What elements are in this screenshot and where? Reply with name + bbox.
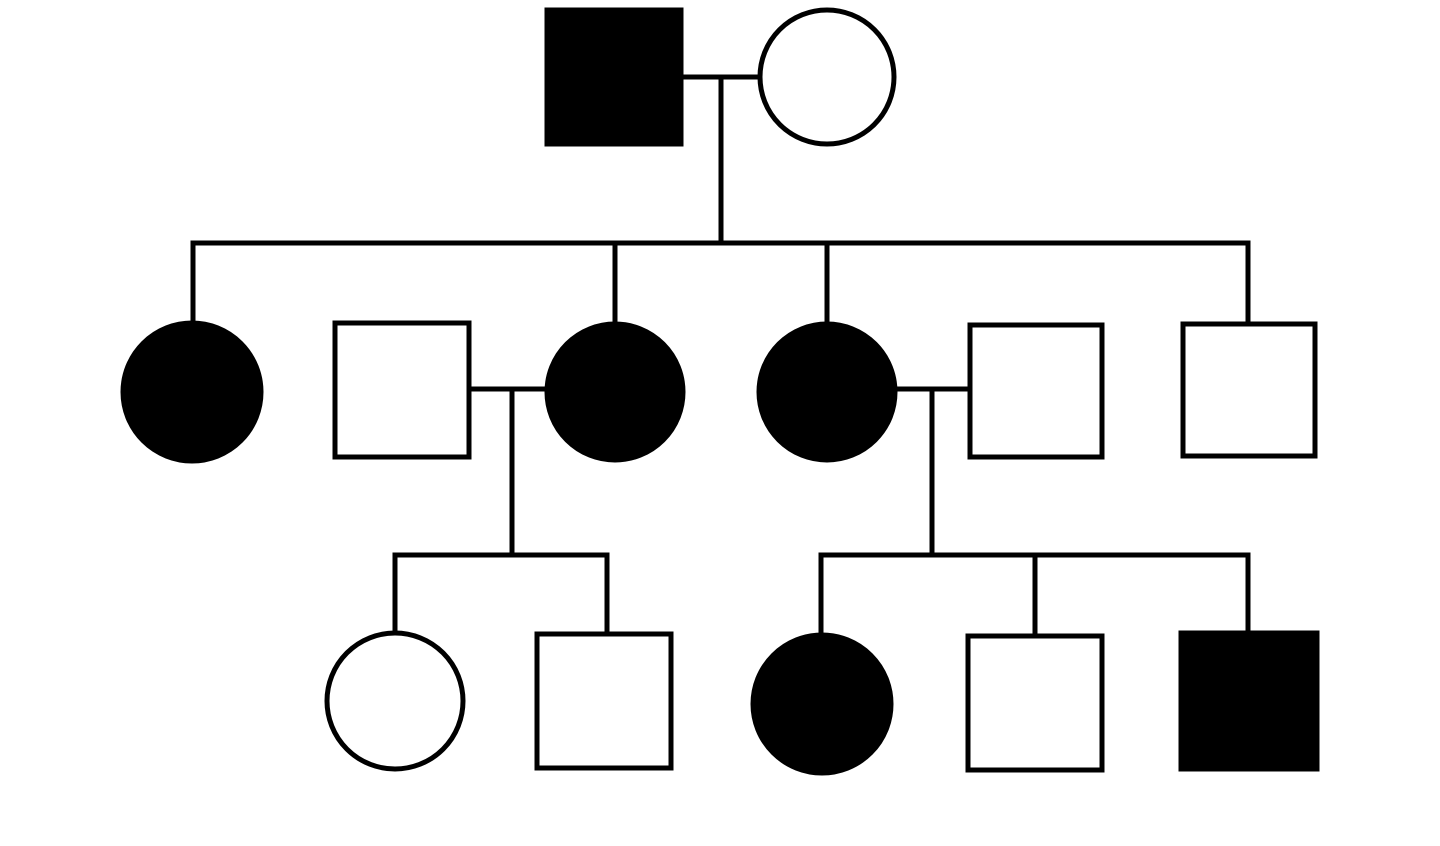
pedigree-symbol-II-6-male-unaffected bbox=[1180, 321, 1318, 459]
pedigree-symbol-II-3-female-affected bbox=[544, 321, 686, 463]
pedigree-symbol-II-5-male-unaffected bbox=[967, 322, 1105, 460]
pedigree-symbol-III-1-female-unaffected bbox=[324, 630, 466, 772]
pedigree-symbol-II-1-female-affected bbox=[120, 320, 264, 464]
pedigree-symbol-III-2-male-unaffected bbox=[534, 631, 674, 771]
pedigree-symbol-II-2-male-unaffected bbox=[332, 320, 472, 460]
pedigree-symbol-I-2-female-unaffected bbox=[757, 7, 897, 147]
pedigree-symbol-III-5-male-affected bbox=[1178, 630, 1320, 772]
pedigree-symbol-III-3-female-affected bbox=[750, 632, 894, 776]
pedigree-symbol-II-4-female-affected bbox=[756, 321, 898, 463]
pedigree-symbol-III-4-male-unaffected bbox=[965, 633, 1105, 773]
pedigree-symbol-I-1-male-affected bbox=[544, 7, 684, 147]
